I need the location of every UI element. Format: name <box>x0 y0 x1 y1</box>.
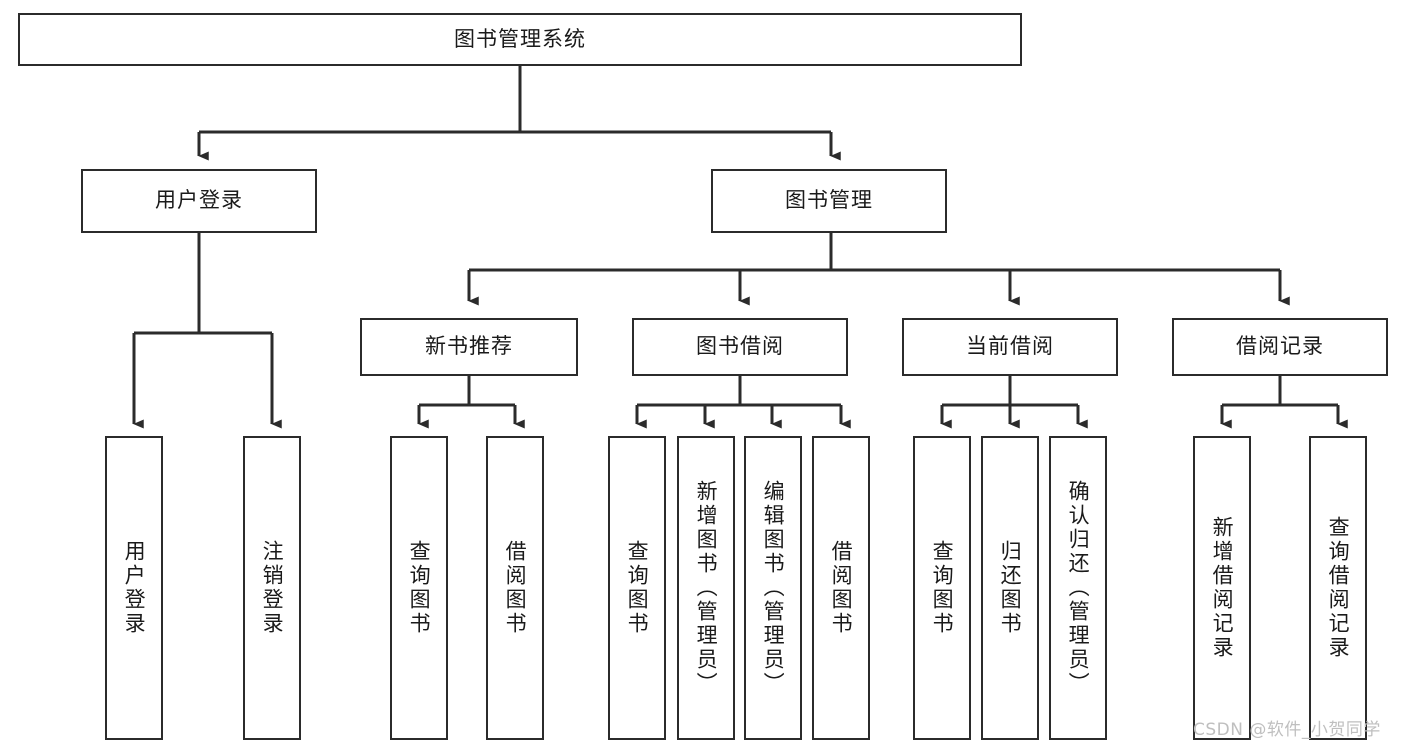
leaf-borrow-book-borrow[interactable]: 借阅图书 <box>812 436 870 740</box>
node-label: 当前借阅 <box>966 334 1054 359</box>
node-label: 图书借阅 <box>696 334 784 359</box>
node-label: 查询图书 <box>930 540 955 636</box>
node-label: 借阅记录 <box>1236 334 1324 359</box>
node-label: 注销登录 <box>260 540 285 636</box>
node-new-book-recommend[interactable]: 新书推荐 <box>360 318 578 376</box>
node-label: 查询借阅记录 <box>1326 516 1351 660</box>
leaf-user-login[interactable]: 用户登录 <box>105 436 163 740</box>
node-label: 用户登录 <box>122 540 147 636</box>
leaf-query-borrow-record[interactable]: 查询借阅记录 <box>1309 436 1367 740</box>
leaf-add-borrow-record[interactable]: 新增借阅记录 <box>1193 436 1251 740</box>
node-label: 图书管理 <box>785 188 873 213</box>
node-label: 新增图书（管理员） <box>694 480 719 696</box>
leaf-return-book[interactable]: 归还图书 <box>981 436 1039 740</box>
node-label: 查询图书 <box>625 540 650 636</box>
csdn-watermark: CSDN @软件_小贺同学 <box>1193 720 1381 740</box>
leaf-add-book-admin[interactable]: 新增图书（管理员） <box>677 436 735 740</box>
leaf-borrow-book-recommend[interactable]: 借阅图书 <box>486 436 544 740</box>
leaf-edit-book-admin[interactable]: 编辑图书（管理员） <box>744 436 802 740</box>
leaf-query-book-borrow[interactable]: 查询图书 <box>608 436 666 740</box>
node-root-book-management-system[interactable]: 图书管理系统 <box>18 13 1022 66</box>
node-book-management[interactable]: 图书管理 <box>711 169 947 233</box>
node-label: 图书管理系统 <box>454 26 586 51</box>
node-borrow-record[interactable]: 借阅记录 <box>1172 318 1388 376</box>
leaf-query-book-recommend[interactable]: 查询图书 <box>390 436 448 740</box>
node-label: 新书推荐 <box>425 334 513 359</box>
node-current-borrow[interactable]: 当前借阅 <box>902 318 1118 376</box>
node-label: 编辑图书（管理员） <box>761 480 786 696</box>
node-label: 新增借阅记录 <box>1210 516 1235 660</box>
node-label: 确认归还（管理员） <box>1066 480 1091 696</box>
node-label: 借阅图书 <box>503 540 528 636</box>
node-label: 归还图书 <box>998 540 1023 636</box>
node-book-borrow[interactable]: 图书借阅 <box>632 318 848 376</box>
node-user-login[interactable]: 用户登录 <box>81 169 317 233</box>
leaf-user-logout[interactable]: 注销登录 <box>243 436 301 740</box>
leaf-confirm-return-admin[interactable]: 确认归还（管理员） <box>1049 436 1107 740</box>
node-label: 借阅图书 <box>829 540 854 636</box>
leaf-query-book-current[interactable]: 查询图书 <box>913 436 971 740</box>
node-label: 用户登录 <box>155 188 243 213</box>
node-label: 查询图书 <box>407 540 432 636</box>
